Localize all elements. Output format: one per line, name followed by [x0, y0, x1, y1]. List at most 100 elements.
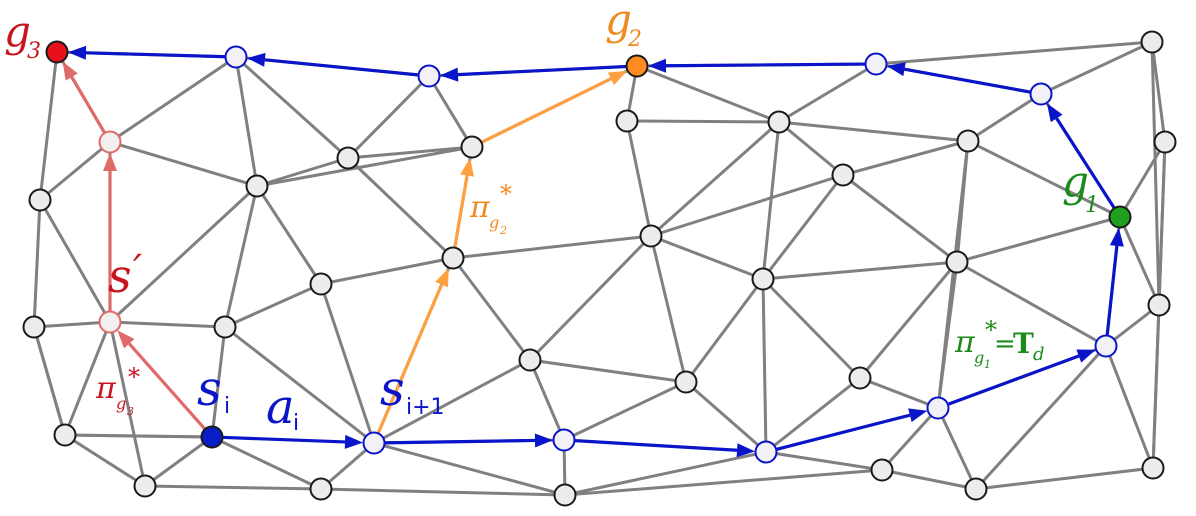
graph-edge — [109, 140, 258, 188]
label-g3: g 3 — [4, 7, 41, 64]
goal-node-g3 — [45, 40, 69, 64]
orange-policy-arrow-head — [460, 157, 475, 177]
graph-edge — [38, 199, 112, 323]
blue-path-arrow-shaft — [1055, 117, 1117, 211]
graph-node — [441, 246, 465, 270]
graph-edge — [1104, 345, 1155, 469]
graph-node — [518, 348, 542, 372]
path-node — [98, 130, 122, 154]
graph-node — [956, 129, 980, 153]
blue-path-arrow-shaft — [85, 51, 228, 59]
graph-edge — [39, 140, 111, 202]
svg-text:1: 1 — [1085, 193, 1099, 218]
graph-node — [639, 224, 663, 248]
graph-edge — [563, 380, 687, 442]
blue-path-arrow — [439, 64, 629, 82]
graph-edge — [762, 260, 958, 281]
red-policy-arrow-head — [62, 61, 78, 81]
blue-path-arrow-head — [439, 67, 459, 82]
graph-node — [213, 315, 237, 339]
graph-edge — [761, 174, 845, 280]
label-s-prime: s ′ — [108, 247, 142, 303]
label-pi-g2: π * g 2 — [469, 180, 512, 237]
graph-node — [133, 474, 157, 498]
path-node — [98, 310, 122, 334]
graph-edge — [109, 55, 237, 144]
blue-path-arrow-head — [908, 408, 928, 422]
blue-path-arrow-head — [1076, 349, 1096, 363]
svg-text:3: 3 — [27, 39, 41, 64]
graph-node — [1140, 30, 1164, 54]
graph-edge — [63, 321, 112, 436]
orange-policy-arrow — [479, 70, 628, 145]
svg-text:π: π — [954, 325, 976, 360]
graph-edge — [649, 235, 688, 383]
graph-node — [848, 366, 872, 390]
graph-edge — [778, 120, 844, 177]
orange-policy-arrow-shaft — [452, 175, 469, 250]
blue-path-arrow — [246, 52, 421, 77]
graph-edge — [859, 376, 939, 410]
graph-edge — [210, 326, 227, 438]
graph-edge — [346, 156, 455, 260]
graph-edge — [451, 257, 532, 361]
blue-path-arrow — [774, 408, 928, 452]
blue-path-arrow-shaft — [774, 413, 911, 452]
graph-node — [870, 458, 894, 482]
graph-edge — [109, 320, 226, 329]
blue-path-arrow-head — [246, 52, 266, 67]
svg-text:T: T — [1013, 327, 1034, 360]
path-node — [417, 64, 441, 88]
goal-node-g2 — [625, 54, 649, 78]
blue-path-arrow — [647, 58, 868, 73]
path-node — [754, 440, 778, 464]
svg-text:3: 3 — [127, 405, 134, 418]
graph-edge — [761, 277, 862, 380]
graph-edge — [858, 261, 959, 379]
graph-edge — [108, 321, 147, 487]
graph-edge — [1040, 40, 1153, 96]
label-pi-g1-equals-Td: π * g 1 = T d — [954, 316, 1045, 371]
graph-edge — [144, 484, 322, 491]
graph-edge — [974, 344, 1108, 491]
blue-path-arrow-shaft — [220, 435, 346, 444]
graph-edge — [765, 450, 883, 472]
graph-node — [831, 163, 855, 187]
graph-edge — [528, 359, 566, 441]
graph-edge — [144, 435, 213, 488]
graph-node — [945, 250, 969, 274]
svg-text:g: g — [116, 394, 126, 413]
svg-text:*: * — [128, 363, 140, 391]
graph-edge — [685, 380, 767, 454]
svg-text:*: * — [500, 180, 512, 208]
blue-path-arrow-head — [647, 58, 667, 73]
graph-edge — [33, 320, 111, 329]
graph-edge — [1151, 304, 1161, 469]
graph-edge — [650, 173, 844, 238]
graph-edge — [650, 234, 764, 281]
blue-path-arrow — [220, 434, 364, 449]
orange-policy-arrow-head — [607, 70, 628, 86]
svg-text:′: ′ — [133, 247, 142, 293]
orange-policy-arrow-shaft — [376, 284, 444, 436]
graph-edge — [636, 64, 780, 124]
graph-edge — [975, 466, 1154, 491]
blue-path-arrow-shaft — [572, 438, 738, 452]
graph-edge — [765, 376, 861, 454]
blue-path-arrow-shaft — [904, 67, 1033, 94]
blue-path-arrow-shaft — [945, 354, 1080, 407]
orange-policy-arrow-head — [435, 268, 449, 288]
svg-text:s: s — [197, 361, 222, 417]
graph-edge — [373, 441, 566, 497]
graph-edge — [256, 156, 349, 188]
graph-edge — [564, 450, 767, 497]
red-policy-arrow-shaft — [70, 76, 107, 136]
svg-text:s: s — [108, 249, 132, 303]
orange-policy-arrow — [376, 268, 449, 436]
graph-edge — [256, 145, 473, 188]
svg-text:g: g — [1062, 157, 1089, 206]
graph-edge — [346, 74, 431, 160]
svg-text:g: g — [4, 7, 31, 56]
svg-text:2: 2 — [627, 27, 642, 52]
next-state-node — [362, 431, 386, 455]
